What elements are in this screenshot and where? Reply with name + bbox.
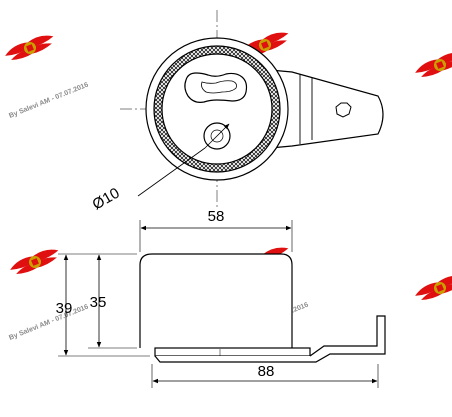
dim-label-35: 35 bbox=[90, 294, 107, 311]
diameter-leader bbox=[137, 147, 206, 197]
side-view bbox=[58, 220, 386, 388]
bracket-arm bbox=[269, 69, 384, 149]
eccentric-slot-inner bbox=[201, 80, 237, 94]
pulley-hub bbox=[161, 53, 273, 165]
top-view bbox=[120, 10, 384, 208]
bent-bracket bbox=[154, 315, 386, 363]
dim-label-88: 88 bbox=[258, 363, 275, 380]
diameter-arrow bbox=[204, 123, 230, 149]
watermark-logo bbox=[413, 271, 452, 304]
hex-bolt-icon bbox=[335, 102, 352, 118]
dim-label-58: 58 bbox=[208, 208, 225, 225]
pulley-side-body bbox=[139, 253, 293, 348]
eccentric-slot bbox=[184, 72, 248, 103]
watermark-logo bbox=[413, 48, 452, 81]
base-plate bbox=[154, 347, 311, 357]
watermark-text: By Salevi AM - 07.07.2016 bbox=[8, 303, 89, 341]
diameter-label: Ø10 bbox=[90, 185, 123, 214]
watermark-logo bbox=[8, 245, 62, 278]
bolt-hole-inner bbox=[210, 129, 224, 143]
dim-label-39: 39 bbox=[56, 300, 73, 317]
watermark-text: By Salevi AM - 07.07.2016 bbox=[8, 81, 89, 119]
watermark-logo bbox=[3, 31, 57, 64]
